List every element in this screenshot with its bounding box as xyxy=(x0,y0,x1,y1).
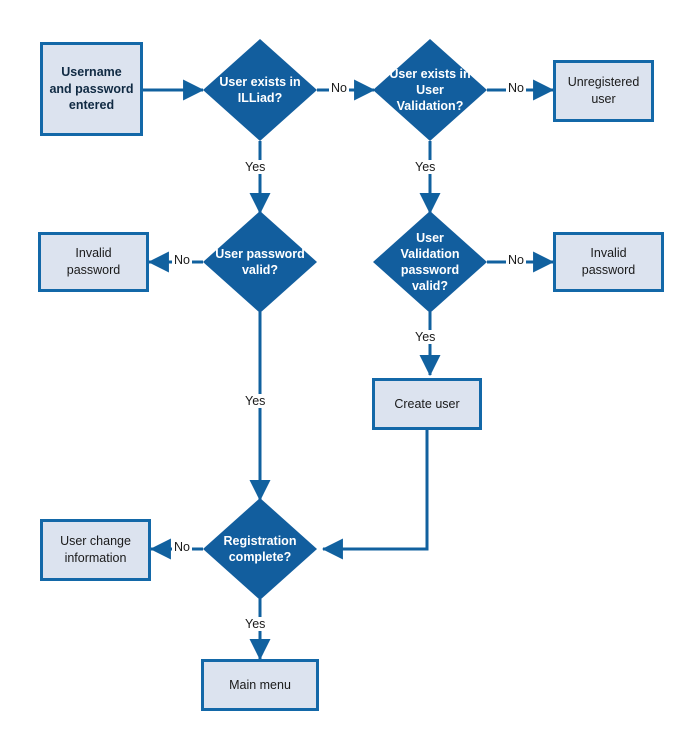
edge-label-user-password-yes: Yes xyxy=(243,394,268,408)
node-invalid-password-left[interactable]: Invalid password xyxy=(38,232,149,292)
node-decision-validation-password-valid[interactable]: User Validation password valid? xyxy=(373,211,487,313)
edge-label-validation-password-yes: Yes xyxy=(413,330,438,344)
node-decision-user-exists-validation[interactable]: User exists in User Validation? xyxy=(373,39,487,141)
node-start-label: Username and password entered xyxy=(49,64,134,113)
diamond-shape-icon xyxy=(203,498,317,600)
node-decision-registration-complete[interactable]: Registration complete? xyxy=(203,498,317,600)
diamond-shape-icon xyxy=(203,39,317,141)
node-decision-user-password-valid[interactable]: User password valid? xyxy=(203,211,317,313)
edge-label-registration-yes: Yes xyxy=(243,617,268,631)
edge-label-validation-password-no: No xyxy=(506,253,526,267)
node-user-change-information[interactable]: User change information xyxy=(40,519,151,581)
edge-label-validation-yes: Yes xyxy=(413,160,438,174)
edge-label-user-password-no: No xyxy=(172,253,192,267)
node-create-user-label: Create user xyxy=(394,396,460,411)
node-main-menu-label: Main menu xyxy=(229,677,291,692)
edge-label-illiad-no: No xyxy=(329,81,349,95)
edge-label-validation-no: No xyxy=(506,81,526,95)
node-unregistered-user-label: Unregistered user xyxy=(567,75,640,106)
node-invalid-password-right-label: Invalid password xyxy=(581,246,636,277)
diamond-shape-icon xyxy=(373,211,487,313)
node-create-user[interactable]: Create user xyxy=(372,378,482,430)
node-main-menu[interactable]: Main menu xyxy=(201,659,319,711)
edge-create-user-to-registration xyxy=(321,430,429,560)
node-start[interactable]: Username and password entered xyxy=(40,42,143,136)
node-unregistered-user[interactable]: Unregistered user xyxy=(553,60,654,122)
edge-label-illiad-yes: Yes xyxy=(243,160,268,174)
node-invalid-password-right[interactable]: Invalid password xyxy=(553,232,664,292)
edge-label-registration-no: No xyxy=(172,540,192,554)
node-decision-user-exists-illiad[interactable]: User exists in ILLiad? xyxy=(203,39,317,141)
node-invalid-password-left-label: Invalid password xyxy=(66,246,121,277)
diamond-shape-icon xyxy=(203,211,317,313)
diamond-shape-icon xyxy=(373,39,487,141)
node-user-change-information-label: User change information xyxy=(60,534,131,565)
